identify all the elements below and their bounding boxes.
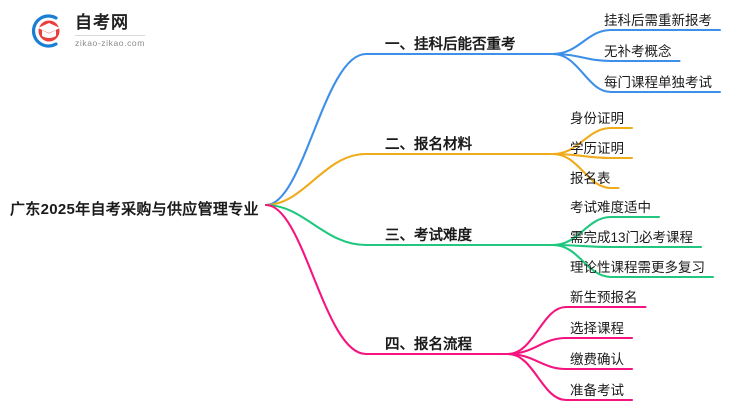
mindmap-leaf-label-1-2[interactable]: 无补考概念 [604,44,672,59]
logo-domain: zikao-zikao.com [75,35,145,48]
mindmap-leaf-label-1-1[interactable]: 挂科后需重新报考 [604,13,712,28]
mindmap-leaf-label-4-3[interactable]: 缴费确认 [570,352,624,367]
connector-line [551,28,722,56]
mindmap-leaf-label-3-2[interactable]: 需完成13门必考课程 [570,230,694,245]
connector-line [506,305,647,356]
mindmap-leaf-label-4-4[interactable]: 准备考试 [570,383,624,398]
mindmap-branch-label-1[interactable]: 一、挂科后能否重考 [385,37,516,53]
connector-line [506,352,634,402]
mindmap-leaf-label-2-3[interactable]: 报名表 [570,171,611,186]
mindmap-leaf-label-3-3[interactable]: 理论性课程需更多复习 [570,260,705,275]
mindmap-leaf-label-2-1[interactable]: 身份证明 [570,111,624,126]
connector-line [264,52,555,207]
mindmap-leaf-label-4-1[interactable]: 新生预报名 [570,290,638,305]
mindmap-leaf-label-4-2[interactable]: 选择课程 [570,321,624,336]
logo-title: 自考网 [75,13,129,33]
connector-line [264,152,555,207]
connector-line [264,203,555,247]
mindmap-branch-label-4[interactable]: 四、报名流程 [385,337,472,353]
mindmap-leaf-label-3-1[interactable]: 考试难度适中 [570,200,651,215]
mindmap-branch-label-2[interactable]: 二、报名材料 [385,137,472,153]
mindmap-root-node[interactable]: 广东2025年自考采购与供应管理专业 [10,201,259,218]
mindmap-leaf-label-1-3[interactable]: 每门课程单独考试 [604,75,712,90]
connector-line [551,126,634,156]
connector-line [506,336,634,356]
connector-line [551,152,620,190]
connector-line [551,52,722,94]
mindmap-branch-label-3[interactable]: 三、考试难度 [385,228,472,244]
connector-line [264,203,510,356]
graduation-cap-icon [28,12,66,50]
connector-line [551,243,715,279]
mindmap-leaf-label-2-2[interactable]: 学历证明 [570,141,624,156]
site-logo[interactable]: 自考网 zikao-zikao.com [28,12,145,50]
